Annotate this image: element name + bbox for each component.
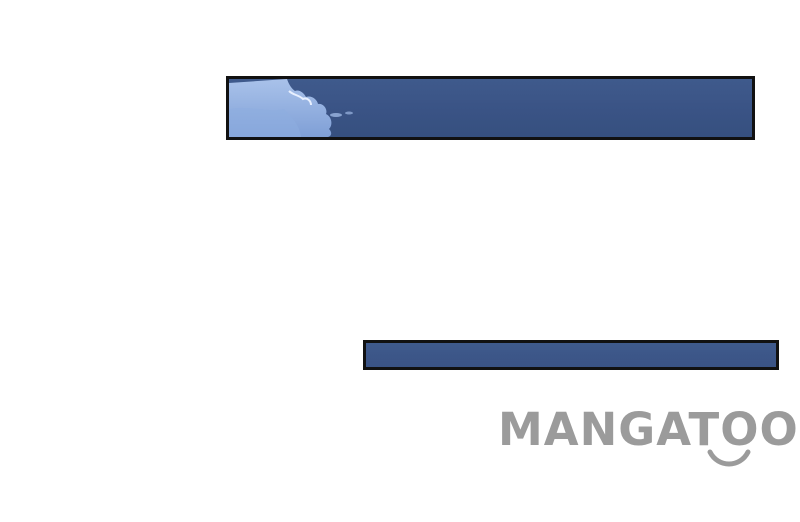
- smile-icon: [707, 449, 751, 467]
- sky-panel-top: [226, 76, 755, 140]
- mangatoon-watermark: MANGATOON: [498, 404, 800, 470]
- cloud-illustration: [229, 79, 353, 137]
- watermark-text: MANGATOON: [498, 403, 800, 456]
- sky-panel-bottom: [363, 340, 779, 370]
